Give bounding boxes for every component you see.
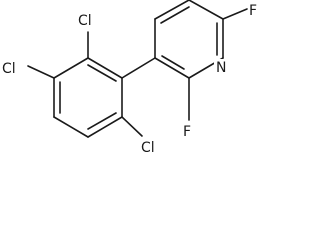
bond-cl-left	[27, 65, 55, 79]
atom-f-bottom: F	[183, 124, 191, 140]
benzene-ring	[53, 57, 123, 138]
bond-cl-bottom	[121, 116, 143, 137]
atom-cl-left: Cl	[2, 61, 16, 77]
pyridine-ring	[154, 0, 224, 79]
atom-cl-top: Cl	[78, 13, 92, 29]
biaryl-bond	[121, 57, 156, 79]
atom-cl-bottom: Cl	[141, 140, 155, 156]
bond-f-top-right	[222, 8, 248, 20]
atom-f-top-right: F	[249, 3, 257, 19]
atom-n-ring: N	[216, 60, 226, 76]
molecule-structure: Cl Cl Cl F N F	[2, 0, 257, 156]
